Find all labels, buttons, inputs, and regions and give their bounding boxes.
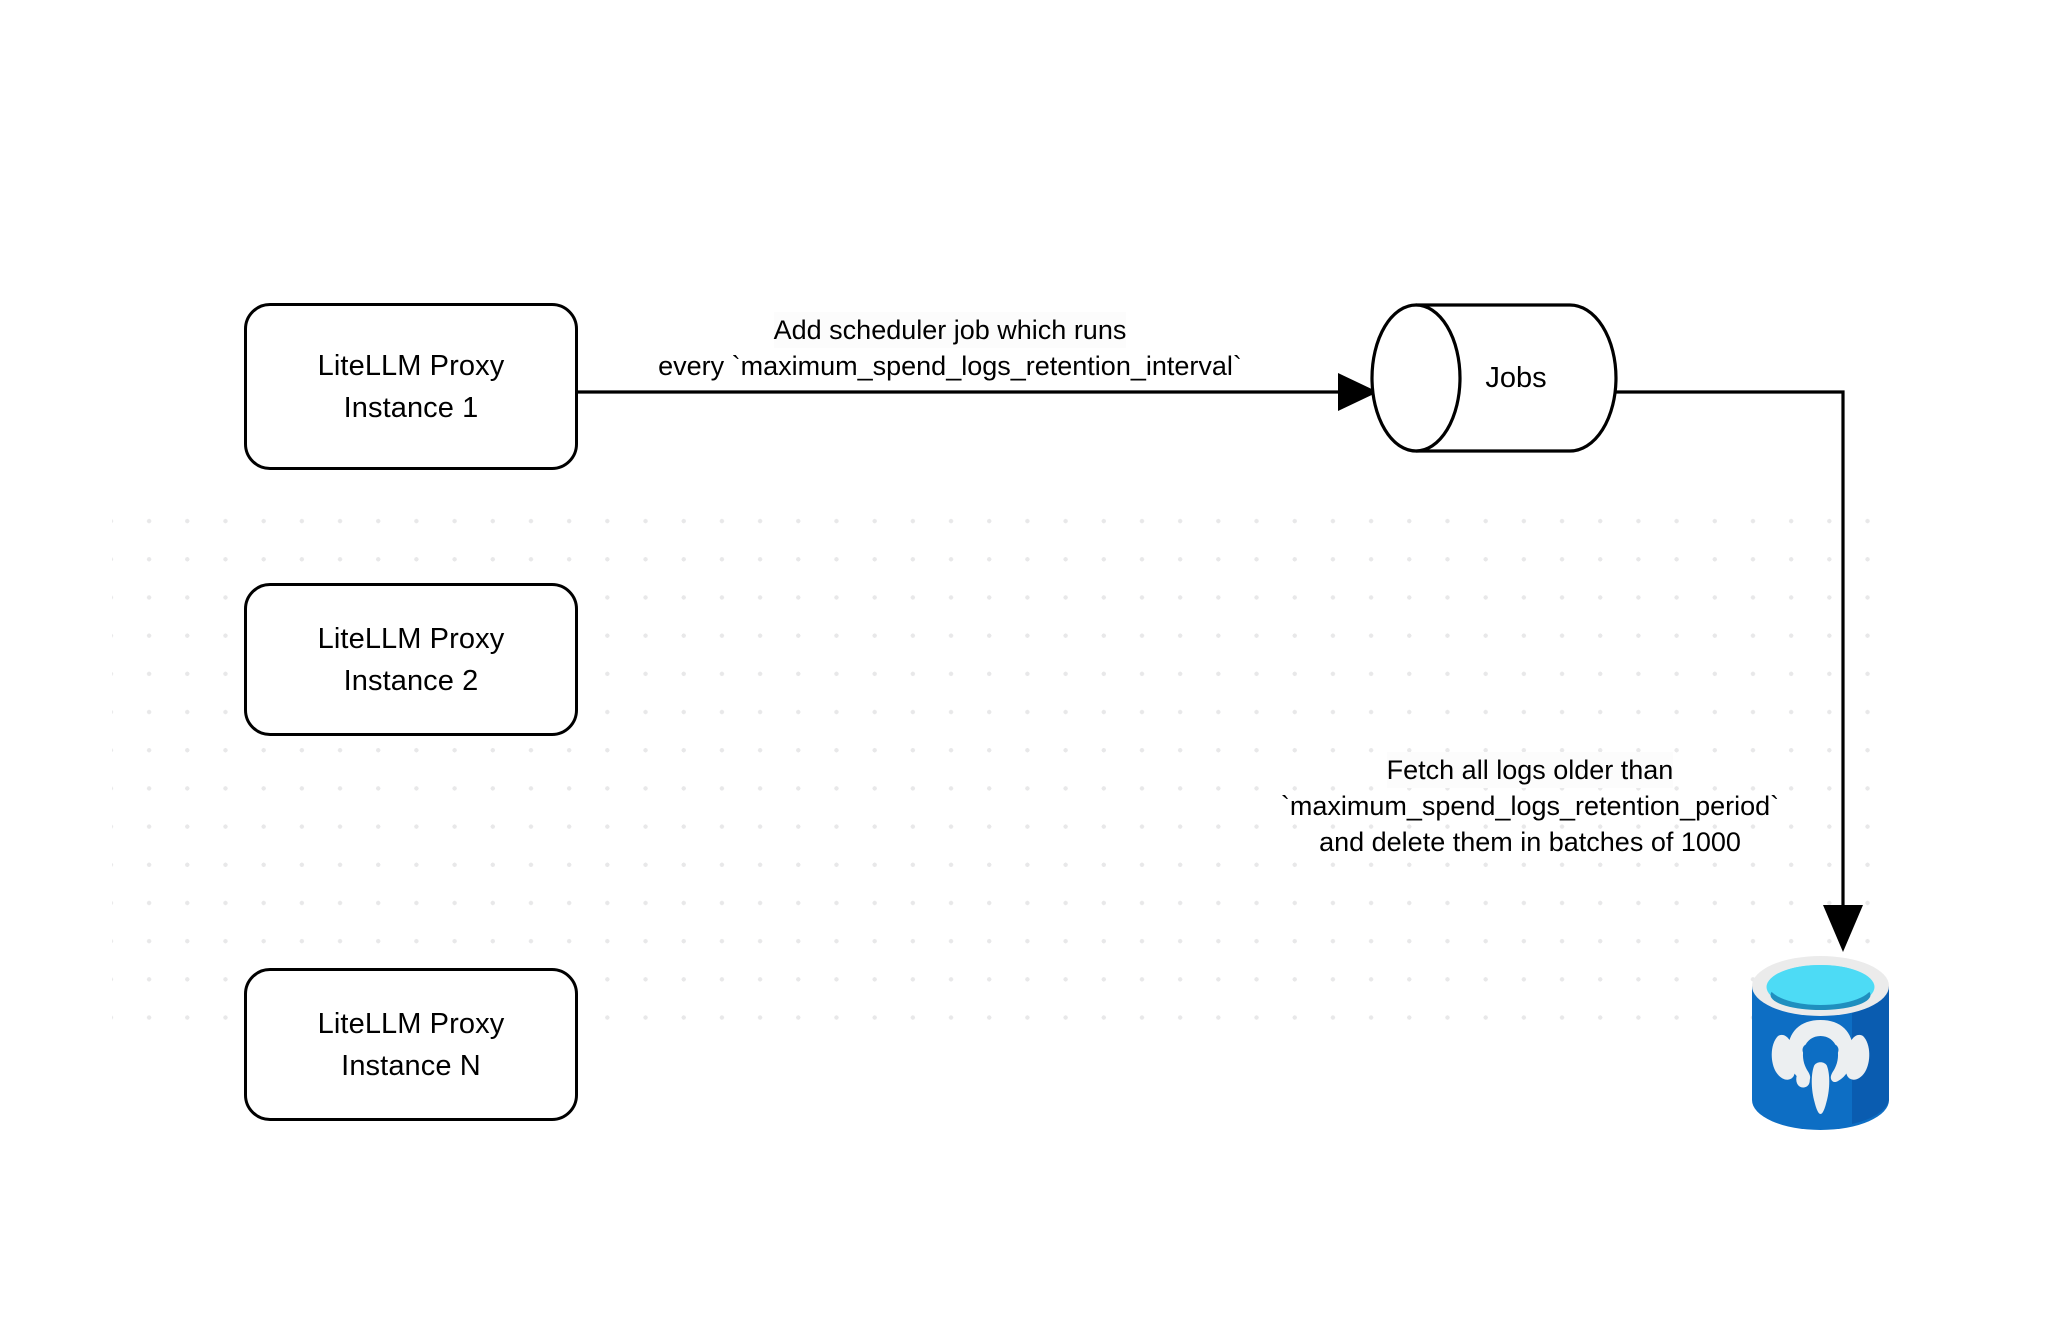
connector-jobs-to-database: [1607, 390, 1863, 952]
node-label-line2: Instance 2: [343, 664, 479, 697]
edge-label-line2: every `maximum_spend_logs_retention_inte…: [658, 351, 1242, 381]
edge-label-line3: and delete them in batches of 1000: [1319, 827, 1741, 857]
node-label-line1: LiteLLM Proxy: [317, 622, 505, 655]
elephant-glyph-icon: [1771, 1020, 1870, 1114]
node-litellm-proxy-instance-2[interactable]: LiteLLM Proxy Instance 2: [244, 583, 578, 736]
edge-label-scheduler-job: Add scheduler job which runs every `maxi…: [600, 312, 1300, 384]
edge-label-log-cleanup: Fetch all logs older than `maximum_spend…: [1230, 752, 1830, 860]
node-label-line1: LiteLLM Proxy: [317, 1007, 505, 1040]
node-jobs-label: Jobs: [1485, 361, 1547, 394]
node-label-line2: Instance N: [341, 1049, 481, 1082]
edge-label-line1: Add scheduler job which runs: [773, 312, 1127, 348]
node-litellm-proxy-instance-1[interactable]: LiteLLM Proxy Instance 1: [244, 303, 578, 470]
node-postgres-database[interactable]: [1748, 948, 1893, 1138]
edge-label-line2: `maximum_spend_logs_retention_period`: [1280, 791, 1780, 821]
postgresql-database-icon: [1752, 956, 1889, 1130]
node-label-line2: Instance 1: [343, 391, 479, 424]
node-jobs-queue[interactable]: Jobs: [1370, 298, 1618, 458]
node-litellm-proxy-instance-n[interactable]: LiteLLM Proxy Instance N: [244, 968, 578, 1121]
cylinder-shape-icon: [1370, 303, 1618, 453]
edge-label-line1: Fetch all logs older than: [1386, 752, 1674, 788]
node-label-line1: LiteLLM Proxy: [317, 349, 505, 382]
